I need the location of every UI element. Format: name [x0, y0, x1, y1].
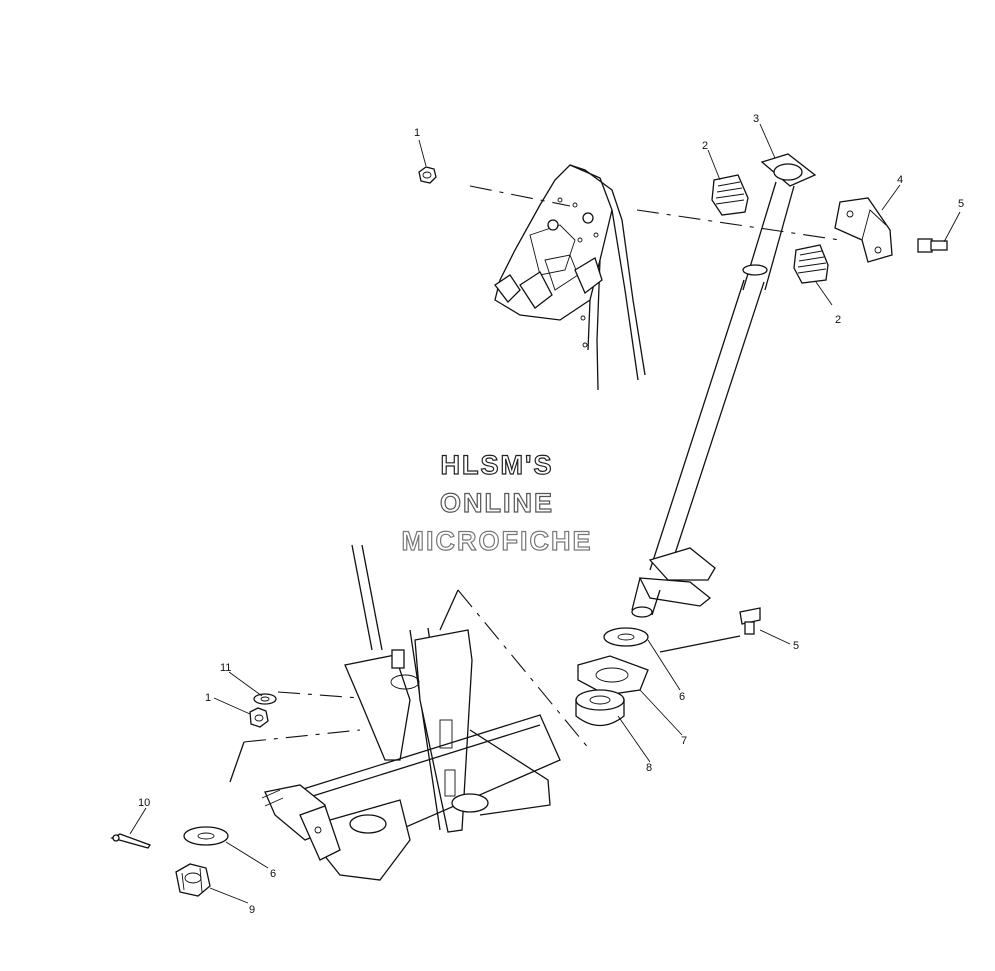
callout-7: 7 — [681, 735, 687, 747]
assembly-centerlines — [229, 185, 841, 783]
callout-labels: 1 2 3 4 5 2 5 6 7 8 11 1 10 6 9 — [138, 113, 964, 916]
callout-1-upper: 1 — [414, 127, 420, 139]
callout-11: 11 — [220, 662, 231, 674]
callout-5-upper: 5 — [958, 198, 964, 210]
upper-bolt — [917, 238, 948, 253]
callout-3: 3 — [753, 113, 759, 125]
bushing-half-lower — [793, 244, 829, 284]
washer-lower — [183, 826, 229, 846]
watermark-line-3: MICROFICHE — [402, 526, 593, 556]
washer-small — [253, 693, 277, 705]
washer-upper — [603, 627, 649, 647]
callout-9: 9 — [249, 904, 255, 916]
bushing-half-upper — [711, 174, 749, 216]
clamp-bracket — [834, 197, 893, 263]
callout-2-upper: 2 — [702, 140, 708, 152]
callout-2-lower: 2 — [835, 314, 841, 326]
callout-4: 4 — [897, 174, 903, 186]
callout-1-lower: 1 — [205, 692, 211, 704]
watermark-line-2: ONLINE — [440, 488, 554, 518]
steering-post — [631, 153, 817, 618]
leader-lines — [129, 123, 961, 904]
lower-frame — [261, 544, 561, 881]
callout-6-upper: 6 — [679, 691, 685, 703]
callout-5-lower: 5 — [793, 640, 799, 652]
bearing — [575, 689, 625, 727]
castle-nut — [175, 863, 211, 897]
callout-8: 8 — [646, 762, 652, 774]
cotter-pin — [110, 833, 151, 849]
upper-frame-bracket — [494, 164, 646, 391]
bearing-flange — [577, 655, 649, 696]
upper-nut — [418, 166, 437, 184]
callout-6-lower: 6 — [270, 868, 276, 880]
lower-nut — [249, 707, 269, 728]
watermark: HLSM'S ONLINE MICROFICHE — [401, 449, 593, 556]
callout-10: 10 — [138, 797, 150, 809]
watermark-line-1: HLSM'S — [441, 450, 554, 480]
lower-bolt — [739, 607, 761, 635]
